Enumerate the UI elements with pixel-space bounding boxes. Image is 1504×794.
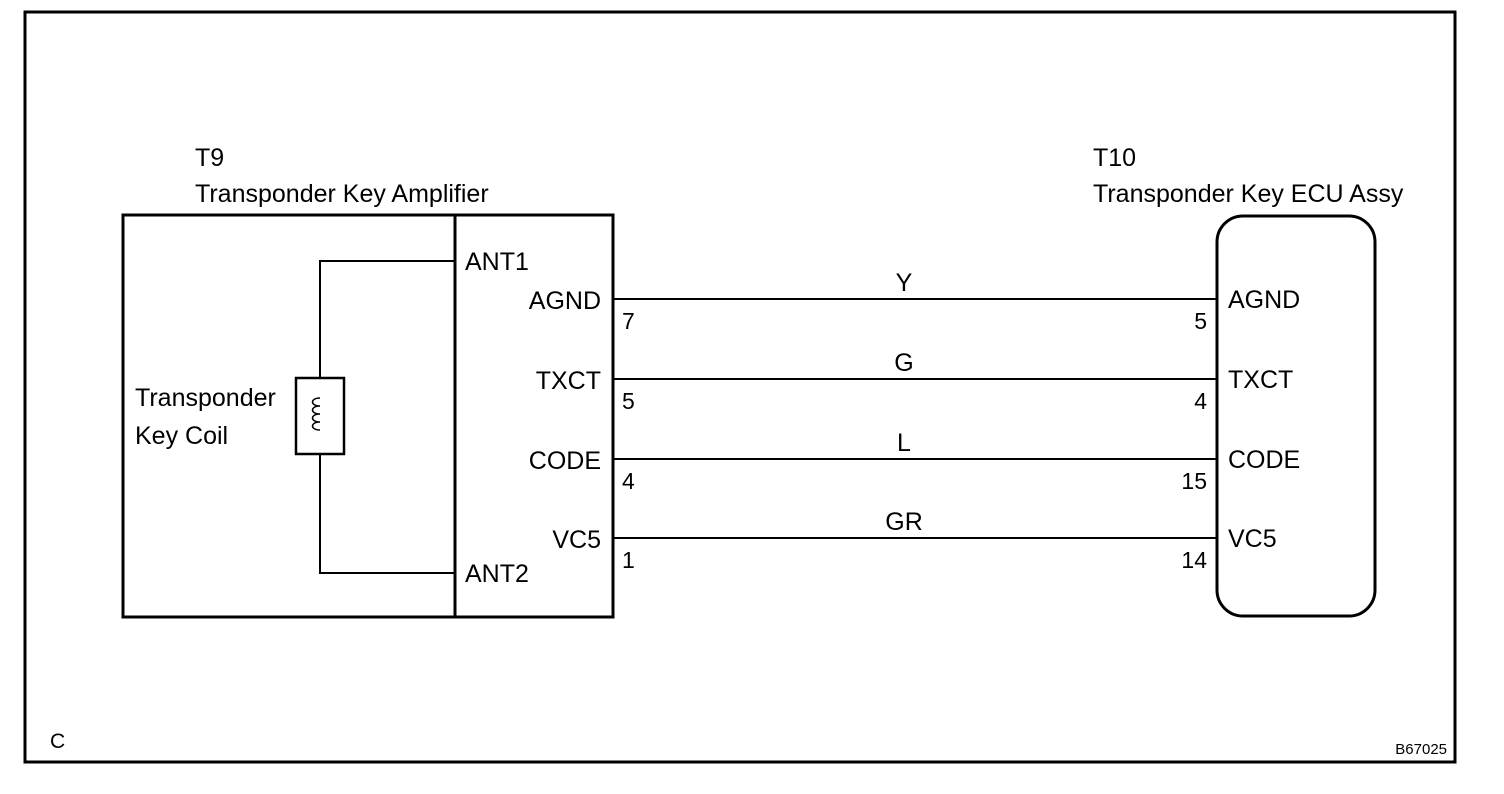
ecu-box <box>1215 214 1377 618</box>
transponder-key-coil <box>294 376 346 456</box>
wire-harness: AGND7Y5AGNDTXCT5G4TXCTCODE4L15CODEVC51GR… <box>529 269 1300 573</box>
ant1-label: ANT1 <box>465 248 529 276</box>
ecu-signal-label: CODE <box>1228 446 1300 474</box>
amplifier-signal-label: CODE <box>529 447 601 475</box>
ecu-name: Transponder Key ECU Assy <box>1093 180 1404 208</box>
ecu-signal-label: TXCT <box>1228 366 1293 394</box>
diagram-frame <box>23 10 1457 764</box>
ant1-wire <box>319 260 455 378</box>
ant2-label: ANT2 <box>465 560 529 588</box>
coil-label-line2: Key Coil <box>135 422 228 450</box>
amplifier-pin-number: 1 <box>622 547 635 573</box>
amplifier-signal-label: AGND <box>529 287 601 315</box>
amplifier-box <box>121 213 615 619</box>
ecu-connector-label: T10 <box>1093 144 1136 172</box>
wire-color-label: L <box>897 429 911 457</box>
ant2-wire <box>319 454 455 574</box>
coil-icon <box>311 397 321 431</box>
coil-label-line1: Transponder <box>135 384 276 412</box>
amplifier-pin-number: 7 <box>622 308 635 334</box>
amplifier-signal-label: TXCT <box>536 367 601 395</box>
wire-color-label: Y <box>896 269 913 297</box>
wire-color-label: G <box>894 349 913 377</box>
amplifier-connector-label: T9 <box>195 144 224 172</box>
corner-label: C <box>50 730 65 753</box>
wire-color-label: GR <box>885 508 923 536</box>
ecu-pin-number: 14 <box>1181 547 1207 573</box>
ecu-pin-number: 5 <box>1194 308 1207 334</box>
ecu-signal-label: VC5 <box>1228 525 1277 553</box>
ecu-pin-number: 15 <box>1181 468 1207 494</box>
ecu-signal-label: AGND <box>1228 286 1300 314</box>
amplifier-name: Transponder Key Amplifier <box>195 180 489 208</box>
amplifier-signal-label: VC5 <box>552 526 601 554</box>
ecu-pin-number: 4 <box>1194 388 1207 414</box>
amplifier-pin-number: 5 <box>622 388 635 414</box>
figure-code: B67025 <box>1395 741 1447 758</box>
amplifier-pin-number: 4 <box>622 468 635 494</box>
